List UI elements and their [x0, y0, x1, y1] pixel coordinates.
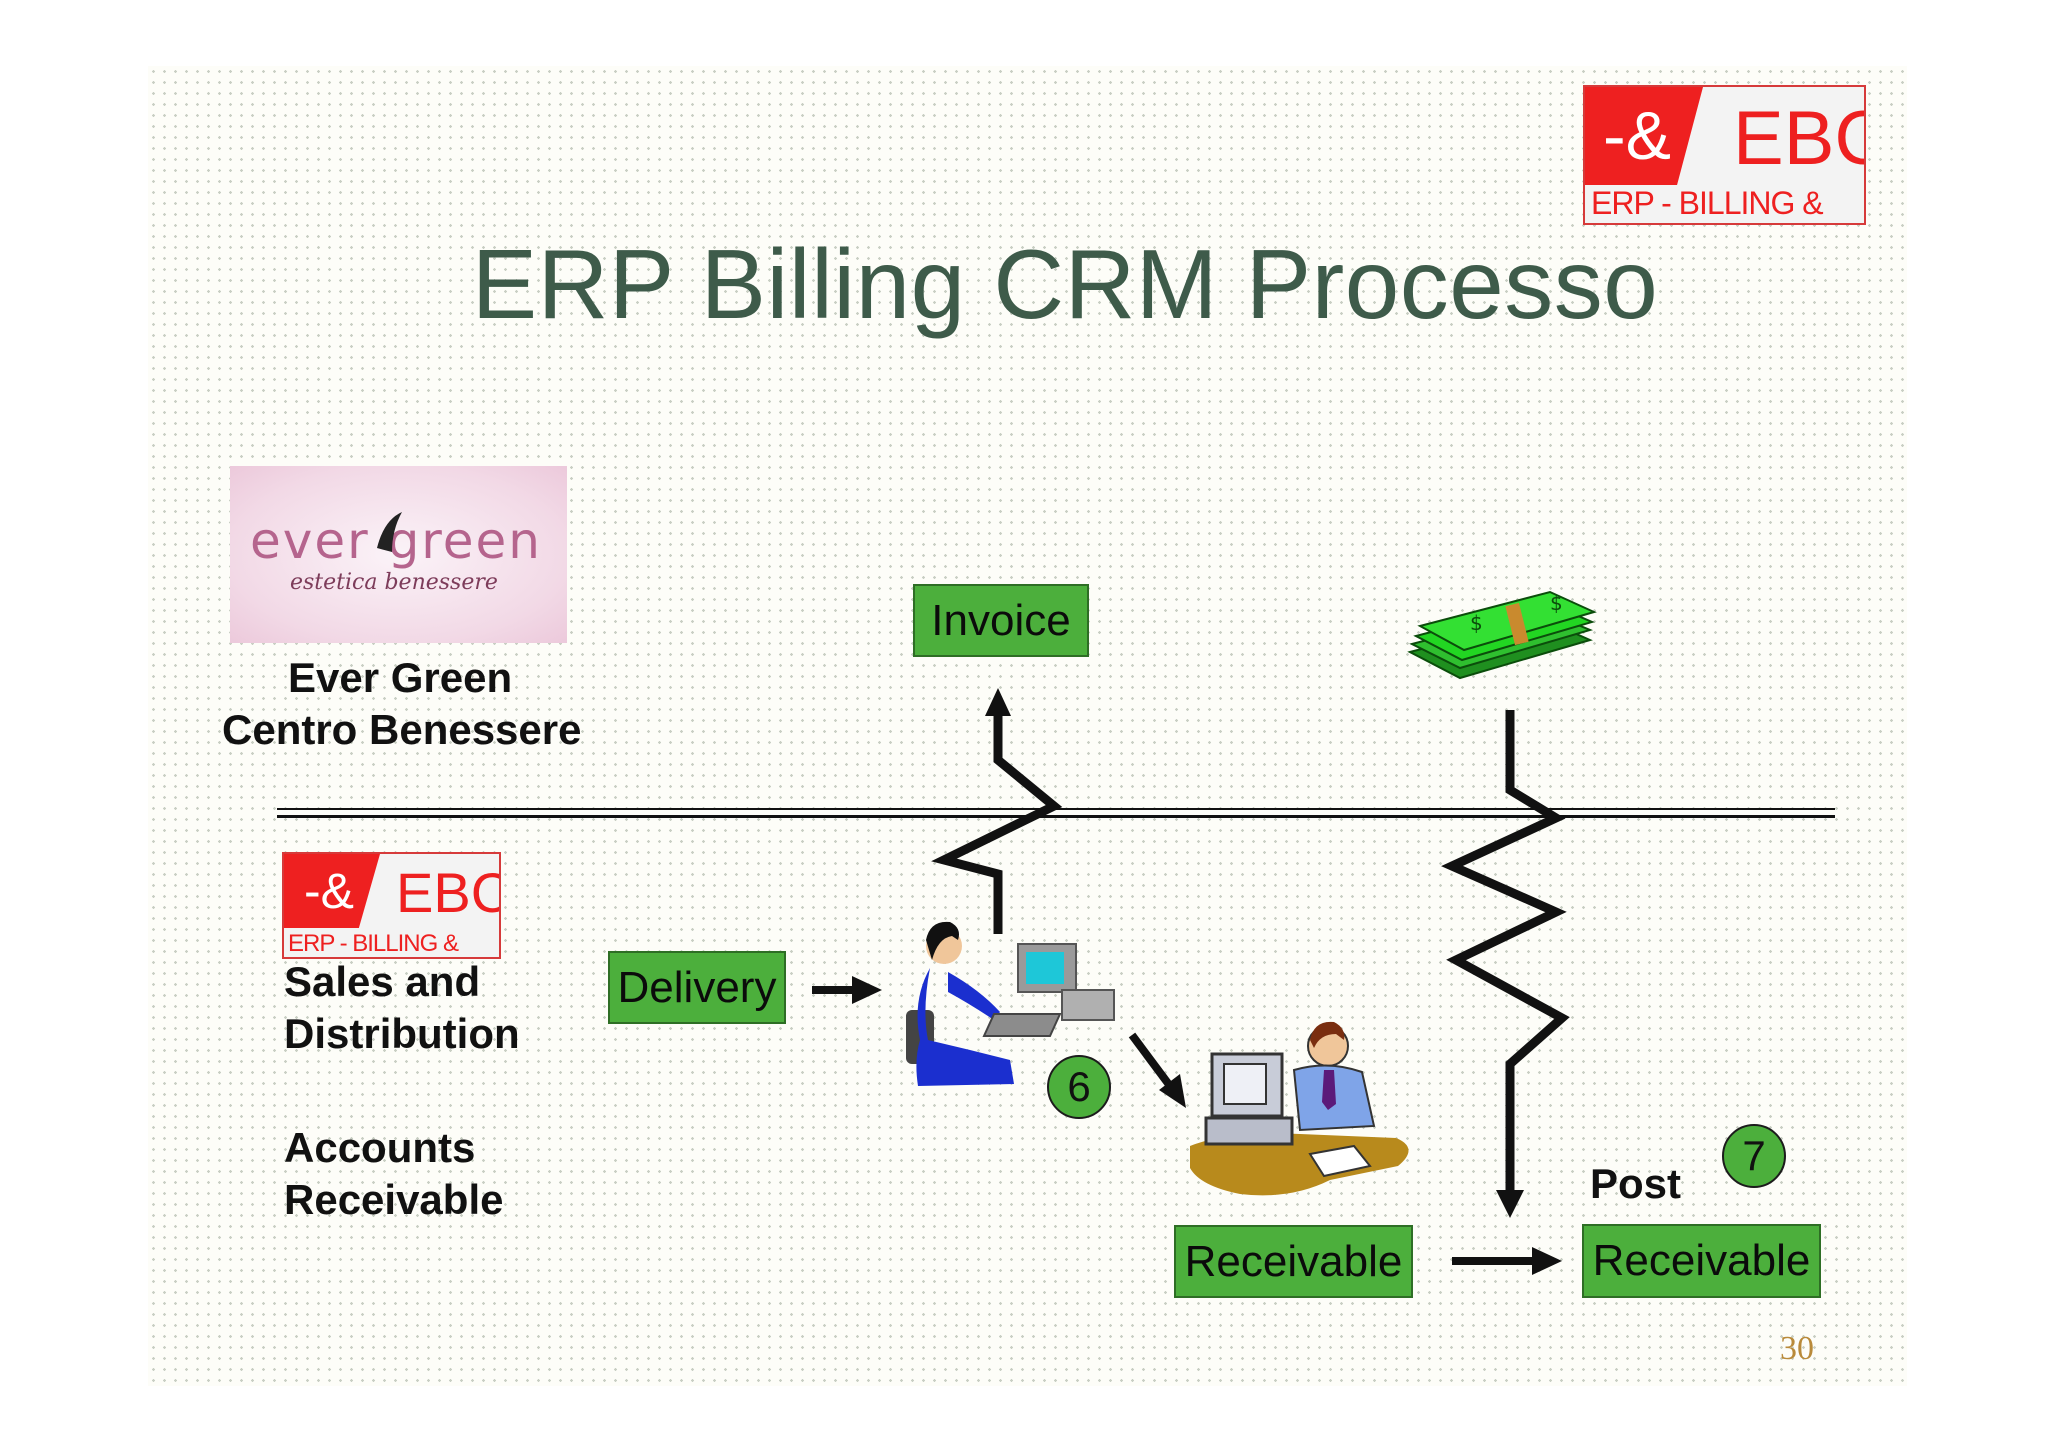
logo-subtitle-small: ERP - BILLING & CRM [288, 930, 459, 957]
page-number: 30 [1780, 1330, 1814, 1367]
evergreen-logo: ever green estetica benessere [230, 466, 567, 643]
step-6-badge: 6 [1047, 1055, 1111, 1119]
delivery-box: Delivery [608, 951, 786, 1024]
step-7-badge: 7 [1722, 1124, 1786, 1188]
accounts-label-line1: Accounts [284, 1124, 476, 1171]
woman-at-computer-icon [906, 921, 1115, 1086]
customer-label-line2: Centro Benessere [222, 706, 582, 753]
logo-name-small: EBC [396, 861, 501, 924]
logo-symbol-small: -& [304, 863, 354, 919]
man-at-desk-computer-icon [1190, 1021, 1409, 1196]
receivable-box-posted: Receivable [1582, 1224, 1821, 1298]
slide-background [148, 66, 1907, 1386]
page-title: ERP Billing CRM Processo [471, 229, 1659, 339]
logo-name: EBC [1733, 96, 1864, 181]
evergreen-leaf-icon [377, 512, 402, 552]
ebc-logo-top: -& EBC ERP - BILLING & CRM [1583, 85, 1866, 225]
evergreen-tagline: estetica benessere [290, 570, 498, 595]
ebc-logo-small: -& EBC ERP - BILLING & CRM [282, 852, 501, 959]
post-label: Post [1590, 1160, 1682, 1207]
arrow-receivable-to-post [1452, 1247, 1562, 1275]
logo-symbol: -& [1603, 98, 1671, 174]
customer-label-line1: Ever Green [288, 654, 513, 701]
sales-label-line1: Sales and [284, 958, 481, 1005]
receivable-box-open: Receivable [1174, 1225, 1413, 1298]
svg-text:$: $ [1550, 591, 1563, 615]
money-stack-icon: $ $ [1407, 590, 1597, 680]
accounts-label-line2: Receivable [284, 1176, 504, 1223]
lane-separator-second [277, 815, 1835, 818]
arrow-clerk-to-accounting [1128, 1032, 1186, 1108]
sales-label-line2: Distribution [284, 1010, 520, 1057]
invoice-box: Invoice [913, 584, 1089, 657]
arrow-delivery-to-clerk [812, 976, 882, 1004]
logo-subtitle: ERP - BILLING & CRM [1591, 185, 1824, 223]
zigzag-arrow-to-invoice [931, 688, 1063, 934]
svg-text:$: $ [1470, 611, 1483, 635]
zigzag-arrow-payment [1441, 710, 1570, 1218]
